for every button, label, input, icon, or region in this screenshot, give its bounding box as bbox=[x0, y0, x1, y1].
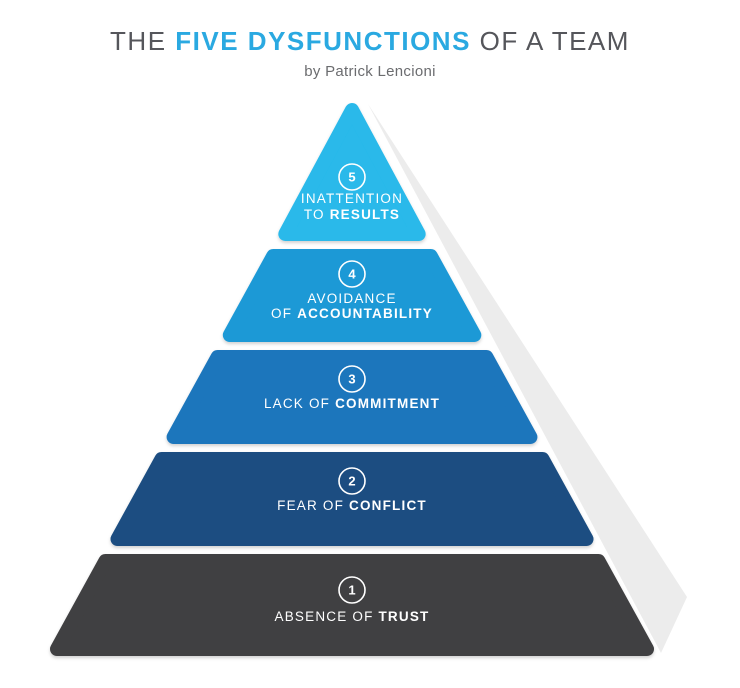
title-post: OF A TEAM bbox=[470, 26, 630, 56]
pyramid-level-2-shape bbox=[110, 452, 594, 546]
level-1-number: 1 bbox=[348, 583, 355, 598]
level-5-number: 5 bbox=[348, 170, 355, 185]
level-4-number-badge bbox=[338, 260, 366, 288]
pyramid-level-1-shape bbox=[50, 554, 654, 656]
level-2-label: FEAR OF CONFLICT bbox=[277, 498, 427, 513]
header: THE FIVE DYSFUNCTIONS OF A TEAM by Patri… bbox=[0, 0, 740, 80]
pyramid-shadow bbox=[368, 104, 687, 653]
pyramid-level-4-shape bbox=[222, 249, 482, 342]
level-4-number: 4 bbox=[348, 267, 356, 282]
pyramid-level-3-shape bbox=[166, 350, 538, 444]
title-pre: THE bbox=[110, 26, 176, 56]
level-1-number-badge bbox=[338, 576, 366, 604]
pyramid-level-5-shape bbox=[278, 103, 426, 241]
level-4-label: AVOIDANCE bbox=[307, 291, 396, 306]
level-3-number-badge bbox=[338, 365, 366, 393]
level-3-label: LACK OF COMMITMENT bbox=[264, 396, 440, 411]
level-5-label: INATTENTION bbox=[301, 191, 403, 206]
level-4-label: OF ACCOUNTABILITY bbox=[271, 306, 433, 321]
level-5-number-badge bbox=[338, 163, 366, 191]
title-highlight: FIVE DYSFUNCTIONS bbox=[175, 26, 471, 56]
page-title: THE FIVE DYSFUNCTIONS OF A TEAM bbox=[0, 27, 740, 56]
level-1-label: ABSENCE OF TRUST bbox=[275, 609, 430, 624]
level-2-number: 2 bbox=[348, 474, 355, 489]
level-3-number: 3 bbox=[348, 372, 355, 387]
subtitle: by Patrick Lencioni bbox=[304, 62, 436, 80]
level-5-label: TO RESULTS bbox=[304, 207, 400, 222]
level-2-number-badge bbox=[338, 467, 366, 495]
